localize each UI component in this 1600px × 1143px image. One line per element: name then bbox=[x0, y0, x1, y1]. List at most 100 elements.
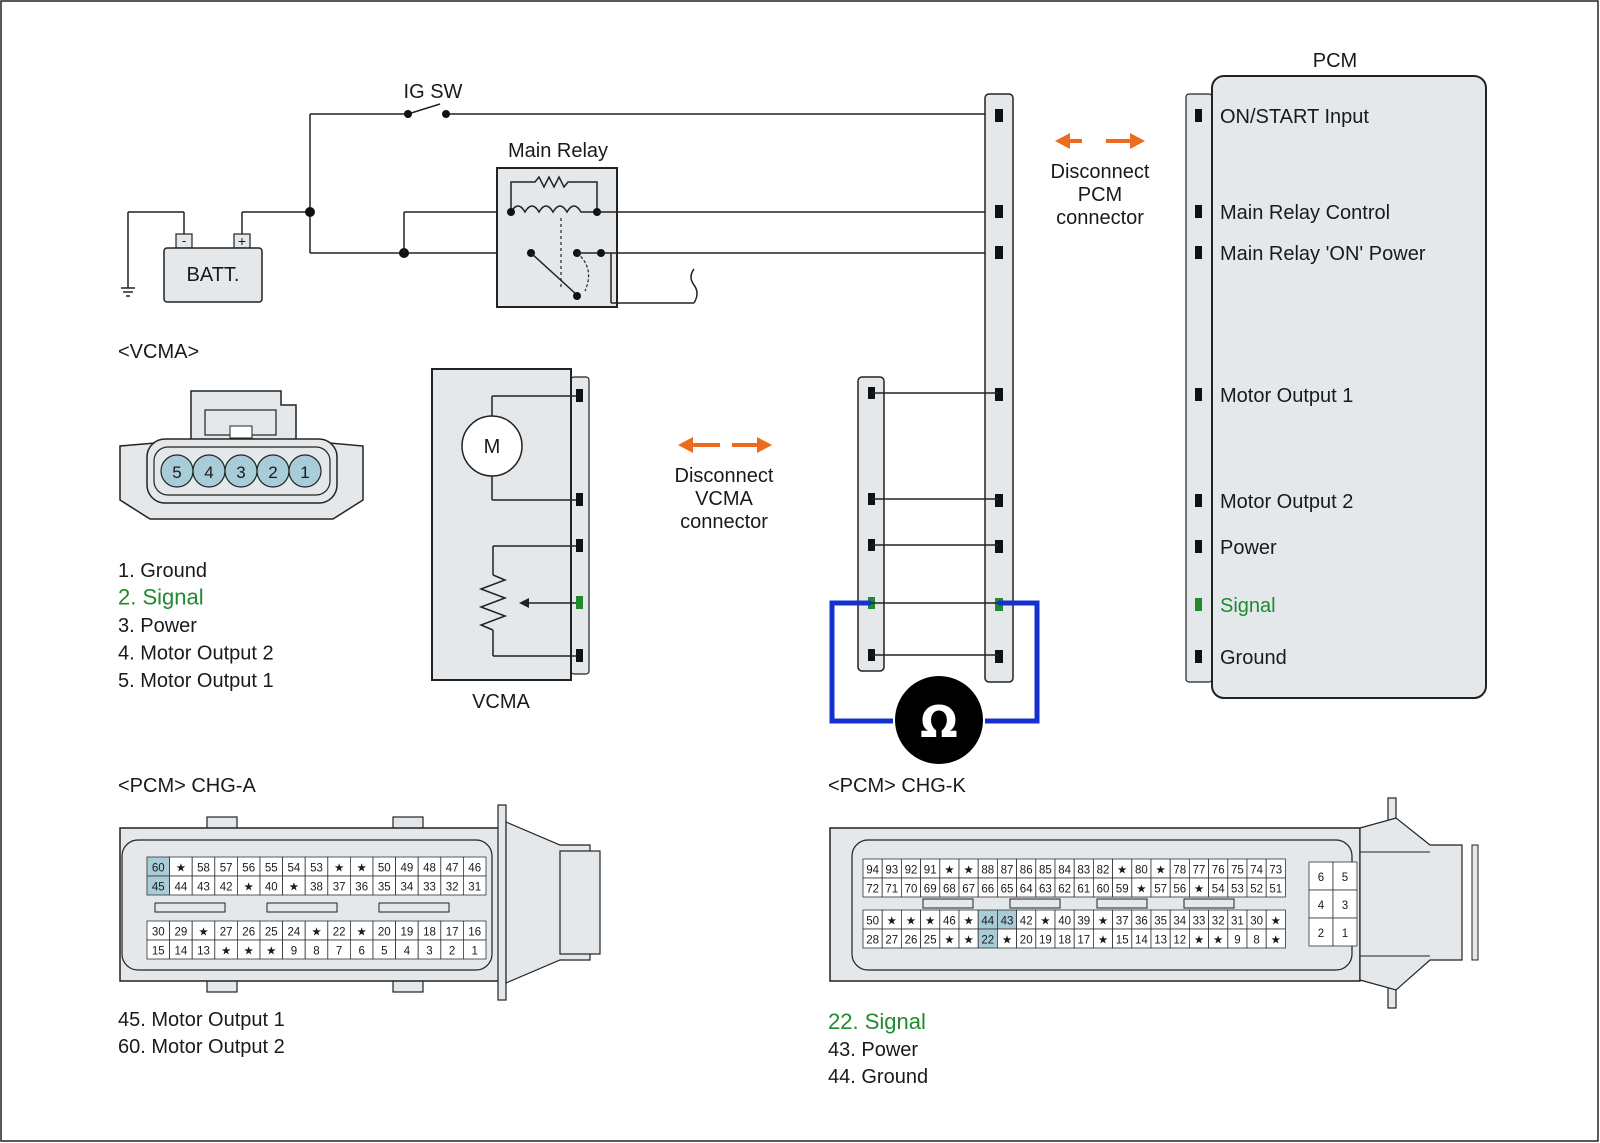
chg-a-legend-item: 45. Motor Output 1 bbox=[118, 1009, 285, 1031]
pin-number: ★ bbox=[1194, 884, 1204, 896]
pin-cell bbox=[462, 875, 487, 896]
vcma-pin-number: 4 bbox=[204, 463, 213, 482]
pcm-pin-marker bbox=[1195, 494, 1202, 507]
pin-number: 62 bbox=[1058, 884, 1071, 896]
pin-number: 55 bbox=[265, 863, 278, 875]
pin-number: 75 bbox=[1231, 865, 1244, 877]
pin-number: ★ bbox=[1040, 916, 1050, 928]
vcma-harness-connector bbox=[857, 376, 885, 672]
pin-number: 57 bbox=[220, 863, 233, 875]
pin-number: 44 bbox=[981, 916, 994, 928]
pin-number: ★ bbox=[944, 935, 954, 947]
pin-number: 50 bbox=[378, 863, 391, 875]
pin-number: ★ bbox=[963, 916, 973, 928]
pin-number: 5 bbox=[381, 946, 387, 958]
pin-number: 33 bbox=[1193, 916, 1206, 928]
pcm-pin-marker bbox=[1195, 246, 1202, 259]
pin-number: 15 bbox=[1116, 935, 1129, 947]
pin-number: 61 bbox=[1077, 884, 1090, 896]
pin-number: 60 bbox=[152, 863, 165, 875]
pcm-pin-marker bbox=[1195, 205, 1202, 218]
battery: - + BATT. bbox=[128, 211, 310, 303]
chg-a-title: <PCM> CHG-A bbox=[118, 775, 256, 797]
harness-pin bbox=[995, 205, 1003, 218]
pin-number: 29 bbox=[175, 927, 188, 939]
pin-number: 31 bbox=[468, 882, 481, 894]
vcma-legend-item: 4. Motor Output 2 bbox=[118, 643, 274, 665]
harness-pin bbox=[995, 388, 1003, 401]
pin-number: 8 bbox=[1253, 935, 1259, 947]
battery-label: BATT. bbox=[187, 264, 240, 286]
pin-number: 70 bbox=[905, 884, 918, 896]
pin-number: 27 bbox=[220, 927, 233, 939]
pin-number: 53 bbox=[310, 863, 323, 875]
disconnect-pcm-arrows: Disconnect PCM connector bbox=[1051, 133, 1150, 229]
pin-number: ★ bbox=[357, 927, 367, 939]
pin-number: 44 bbox=[175, 882, 188, 894]
pin-number: 86 bbox=[1020, 865, 1033, 877]
pin-number: 22 bbox=[981, 935, 994, 947]
vcma-legend-item: 2. Signal bbox=[118, 585, 204, 610]
vcma-unit-label: VCMA bbox=[472, 691, 530, 713]
pin-number: 85 bbox=[1039, 865, 1052, 877]
pin-number: 57 bbox=[1154, 884, 1167, 896]
vcma-pin-number: 3 bbox=[236, 463, 245, 482]
disconnect-vcma-line2: VCMA bbox=[695, 488, 753, 510]
pin-number: 25 bbox=[265, 927, 278, 939]
vcma-pin-number: 2 bbox=[268, 463, 277, 482]
pin-number: 69 bbox=[924, 884, 937, 896]
pin-number: 66 bbox=[981, 884, 994, 896]
pin-number: 42 bbox=[220, 882, 233, 894]
pin-number: 48 bbox=[423, 863, 436, 875]
harness-pin bbox=[995, 650, 1003, 663]
harness-pin bbox=[995, 540, 1003, 553]
pin-number: 64 bbox=[1020, 884, 1033, 896]
pin-number: 4 bbox=[1318, 900, 1325, 912]
pin-number: 54 bbox=[1212, 884, 1225, 896]
pin-cell bbox=[1332, 917, 1358, 947]
pin-number: 3 bbox=[1342, 900, 1348, 912]
pin-number: ★ bbox=[1136, 884, 1146, 896]
pin-number: 7 bbox=[336, 946, 342, 958]
pin-number: ★ bbox=[1117, 865, 1127, 877]
pin-number: 40 bbox=[1058, 916, 1071, 928]
pin-number: 26 bbox=[242, 927, 255, 939]
pin-number: ★ bbox=[221, 946, 231, 958]
pcm-pin-label: Motor Output 2 bbox=[1220, 491, 1353, 513]
vcma-unit-pin bbox=[576, 493, 583, 506]
pin-number: 76 bbox=[1212, 865, 1225, 877]
power-circuit: - + BATT. IG SW Main Relay bbox=[121, 81, 990, 308]
harness-wires bbox=[871, 392, 998, 656]
pcm-pin-label: Signal bbox=[1220, 595, 1276, 617]
pin-number: 94 bbox=[866, 865, 879, 877]
pin-number: 19 bbox=[401, 927, 414, 939]
pin-number: 1 bbox=[1342, 928, 1348, 940]
pin-number: 3 bbox=[426, 946, 432, 958]
disconnect-pcm-line1: Disconnect bbox=[1051, 161, 1150, 183]
pcm-pin-marker bbox=[1195, 650, 1202, 663]
pcm-pin-label: Main Relay 'ON' Power bbox=[1220, 243, 1426, 265]
pin-number: ★ bbox=[1213, 935, 1223, 947]
pin-number: 9 bbox=[291, 946, 297, 958]
pin-number: 46 bbox=[468, 863, 481, 875]
pin-number: 77 bbox=[1193, 865, 1206, 877]
pin-number: ★ bbox=[925, 916, 935, 928]
pcm-pin-label: ON/START Input bbox=[1220, 106, 1369, 128]
ig-sw-label: IG SW bbox=[404, 81, 463, 103]
pin-number: ★ bbox=[244, 882, 254, 894]
pin-cell bbox=[462, 939, 487, 960]
pin-number: 14 bbox=[1135, 935, 1148, 947]
pin-number: 47 bbox=[446, 863, 459, 875]
pcm-label: PCM bbox=[1313, 50, 1357, 72]
disconnect-vcma-line3: connector bbox=[680, 511, 768, 533]
pin-number: 24 bbox=[288, 927, 301, 939]
pcm-harness-connector bbox=[984, 93, 1014, 683]
pin-number: 2 bbox=[1318, 928, 1324, 940]
pin-number: 72 bbox=[866, 884, 879, 896]
pin-number: 40 bbox=[265, 882, 278, 894]
pin-number: 50 bbox=[866, 916, 879, 928]
